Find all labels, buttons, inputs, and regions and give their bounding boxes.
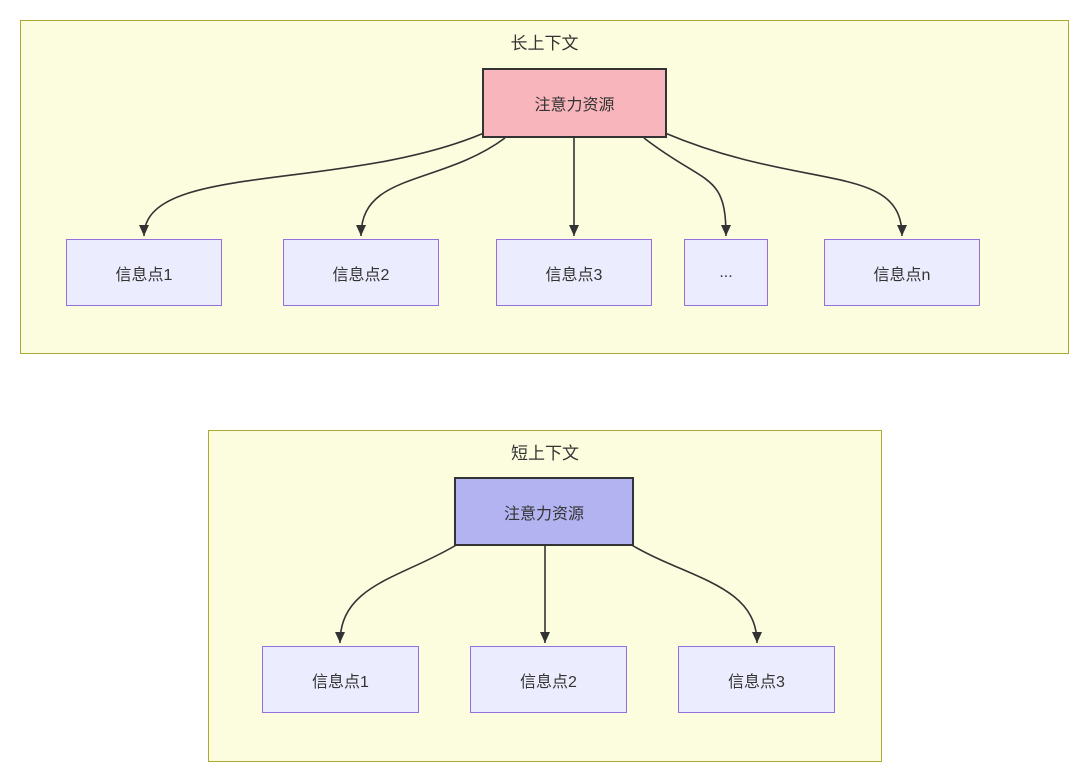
info-node-long-3: 信息点3	[496, 239, 652, 306]
panel-short-context-title: 短上下文	[511, 444, 579, 463]
attention-node-long: 注意力资源	[482, 68, 667, 138]
info-node-short-2: 信息点2	[470, 646, 627, 713]
panel-long-context-title: 长上下文	[510, 34, 579, 53]
info-node-long-n: 信息点n	[824, 239, 980, 306]
attention-node-short: 注意力资源	[454, 477, 634, 546]
info-node-long-1: 信息点1	[66, 239, 222, 306]
info-node-short-3: 信息点3	[678, 646, 835, 713]
info-node-long-ellipsis: ...	[684, 239, 768, 306]
info-node-long-2: 信息点2	[283, 239, 439, 306]
info-node-short-1: 信息点1	[262, 646, 419, 713]
